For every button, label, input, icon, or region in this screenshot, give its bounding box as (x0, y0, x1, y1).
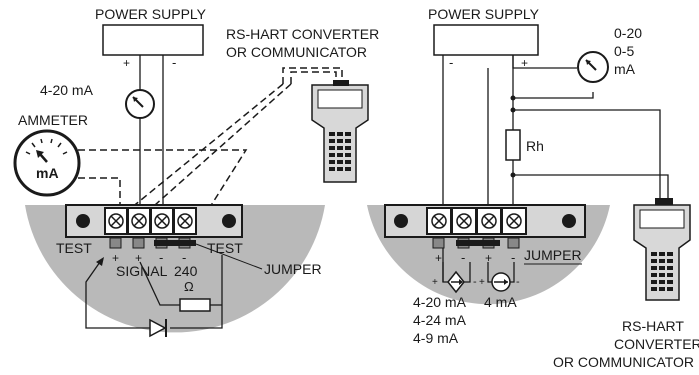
source-left-minus: - (473, 276, 477, 288)
adjustable-current-source-icon (447, 270, 465, 294)
right-power-supply-box (433, 24, 539, 56)
left-power-wires (139, 55, 164, 215)
left-psu-minus: - (172, 55, 176, 70)
right-terminal-plus-1: + (435, 251, 442, 265)
left-meter-range: 4-20 mA (40, 82, 94, 98)
right-terminal-minus-1: - (461, 250, 465, 265)
left-wiring-diagram: POWER SUPPLY + - 4-20 mA AMMETER (13, 6, 379, 338)
right-jumper-bar (456, 240, 500, 246)
right-converter-label-3: OR COMMUNICATOR (553, 354, 694, 370)
test-label-right: TEST (207, 240, 243, 256)
source-left-plus: + (432, 277, 438, 288)
right-converter-label-1: RS-HART (622, 318, 684, 334)
test-label-left: TEST (56, 240, 92, 256)
left-terminal-minus-1: - (159, 250, 163, 265)
right-terminal-plus-2: + (485, 251, 492, 265)
resistor-unit: Ω (184, 279, 194, 294)
right-converter-label-2: CONVERTER (614, 336, 699, 352)
left-power-supply-box (102, 24, 204, 56)
ammeter-icon (13, 129, 81, 197)
right-loop-meter (577, 51, 609, 83)
left-jumper-leader (195, 243, 263, 270)
left-loop-meter (125, 89, 155, 119)
left-hart-communicator-icon (311, 80, 369, 183)
left-internal-loop (85, 255, 223, 329)
rh-resistor-label: Rh (526, 138, 544, 154)
rh-resistor-icon (505, 129, 521, 161)
left-terminal-plus-1: + (112, 251, 119, 265)
left-jumper-label: JUMPER (264, 261, 322, 277)
left-diode-icon (149, 318, 167, 338)
right-jumper-label: JUMPER (524, 247, 582, 263)
ammeter-test-wires (78, 149, 248, 216)
source-right-minus: - (516, 276, 520, 288)
ammeter-unit: mA (36, 165, 59, 181)
left-converter-wires (124, 67, 343, 214)
left-psu-plus: + (123, 56, 130, 70)
fixed-output-label: 4 mA (484, 294, 517, 310)
right-wiring-diagram: POWER SUPPLY - + 0-20 0-5 mA Rh (367, 6, 699, 370)
right-junction-dots (510, 95, 516, 178)
signal-label: SIGNAL (116, 263, 168, 279)
left-converter-label-line1: RS-HART CONVERTER (226, 26, 379, 42)
right-power-supply-label: POWER SUPPLY (428, 6, 540, 22)
right-source-wires (442, 262, 515, 283)
right-psu-minus: - (449, 55, 453, 70)
output-range-3: 4-9 mA (413, 330, 459, 346)
ammeter-label: AMMETER (18, 112, 88, 128)
source-right-plus: + (479, 277, 485, 288)
right-meter-range-3: mA (614, 61, 636, 77)
right-psu-plus: + (521, 56, 528, 70)
left-power-supply-label: POWER SUPPLY (95, 6, 207, 22)
right-hart-communicator-icon (633, 198, 691, 301)
output-range-1: 4-20 mA (413, 294, 467, 310)
right-terminal-minus-2: - (511, 250, 515, 265)
left-terminal-minus-2: - (182, 250, 186, 265)
left-jumper-bar (154, 240, 196, 246)
left-loop-arrow (96, 257, 104, 266)
left-resistor-icon (179, 298, 211, 312)
fixed-current-source-icon (491, 272, 511, 292)
left-terminal-block (65, 204, 243, 249)
left-terminal-plus-2: + (135, 251, 142, 265)
right-meter-range-2: 0-5 (614, 43, 634, 59)
resistor-value: 240 (174, 263, 198, 279)
right-terminal-block (384, 204, 586, 249)
right-meter-range-1: 0-20 (614, 25, 642, 41)
right-power-wires (442, 55, 669, 282)
output-range-2: 4-24 mA (413, 312, 467, 328)
left-converter-label-line2: OR COMMUNICATOR (226, 44, 367, 60)
